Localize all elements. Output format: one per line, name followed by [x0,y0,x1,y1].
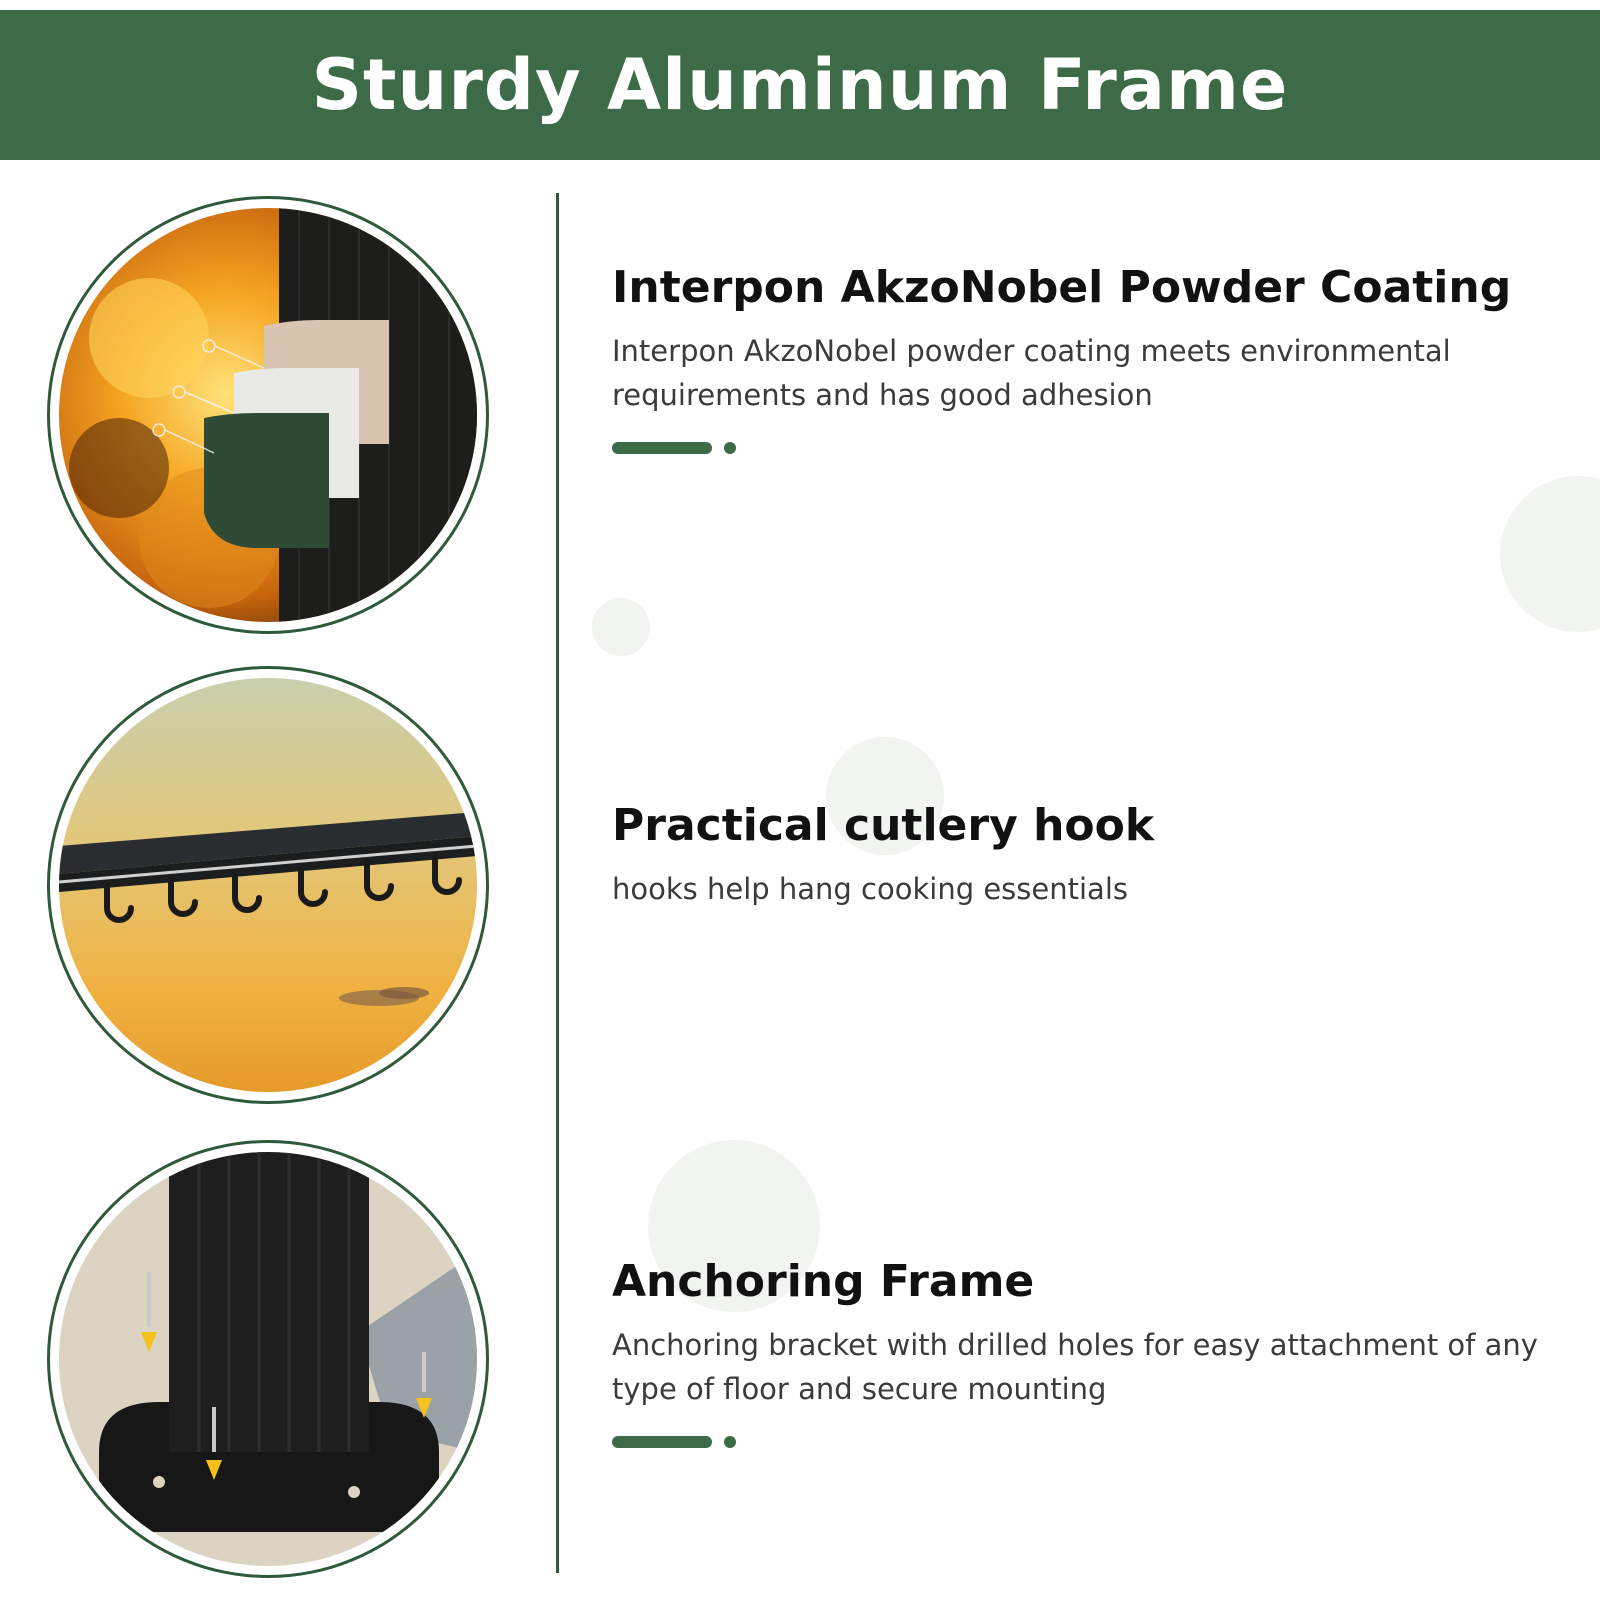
accent-dot [724,441,736,454]
accent-bar [612,1435,712,1448]
accent-dot [724,1435,736,1448]
vertical-divider [556,193,559,1573]
feature-title: Practical cutlery hook [612,800,1155,851]
coating-layers-illustration [59,208,477,622]
cutlery-hooks-image [47,666,489,1104]
anchoring-frame-image [47,1140,489,1578]
feature-title: Anchoring Frame [612,1256,1035,1307]
feature-powder-coating: Interpon AkzoNobel Powder Coating Interp… [612,262,1572,455]
feature-cutlery-hook: Practical cutlery hook hooks help hang c… [612,800,1572,911]
feature-description: Interpon AkzoNobel powder coating meets … [612,333,1451,412]
feature-title: Interpon AkzoNobel Powder Coating [612,262,1512,313]
accent-marker [612,441,1572,455]
accent-marker [612,1435,1572,1449]
decorative-bubble [1500,476,1600,632]
coating-layers-image [47,196,489,634]
feature-anchoring-frame: Anchoring Frame Anchoring bracket with d… [612,1256,1572,1449]
anchoring-bracket-illustration [59,1152,477,1566]
accent-bar [612,441,712,454]
page-title: Sturdy Aluminum Frame [311,44,1289,126]
decorative-bubble [648,1140,820,1312]
feature-description: Anchoring bracket with drilled holes for… [612,1327,1538,1406]
title-banner: Sturdy Aluminum Frame [0,10,1600,160]
feature-description: hooks help hang cooking essentials [612,871,1128,906]
decorative-bubble [826,737,944,855]
hooks-rail-illustration [59,678,477,1092]
decorative-bubble [592,598,650,656]
